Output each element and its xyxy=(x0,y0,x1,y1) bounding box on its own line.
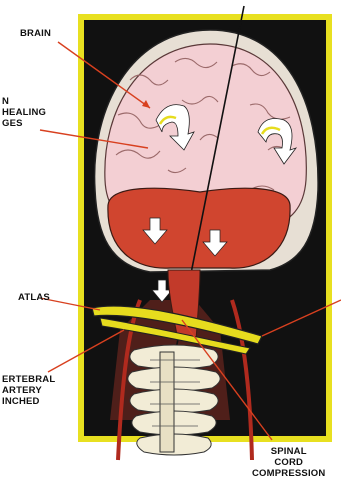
spinal-label-line: SPINAL xyxy=(252,446,325,457)
spinal-label-line: COMPRESSION xyxy=(252,468,325,479)
healing-label-line: N xyxy=(2,96,46,107)
healing-label: N HEALING GES xyxy=(2,96,46,129)
spinal-label: SPINAL CORD COMPRESSION xyxy=(252,446,325,479)
atlas-label: ATLAS xyxy=(18,292,50,303)
brain-label: BRAIN xyxy=(20,28,51,39)
artery-label: ERTEBRAL ARTERY INCHED xyxy=(2,374,55,407)
artery-label-line: ERTEBRAL xyxy=(2,374,55,385)
spinal-label-line: CORD xyxy=(252,457,325,468)
cervical-spine xyxy=(128,345,220,455)
cerebellum xyxy=(108,188,290,268)
healing-label-line: GES xyxy=(2,118,46,129)
healing-label-line: HEALING xyxy=(2,107,46,118)
artery-label-line: ARTERY xyxy=(2,385,55,396)
artery-label-line: INCHED xyxy=(2,396,55,407)
